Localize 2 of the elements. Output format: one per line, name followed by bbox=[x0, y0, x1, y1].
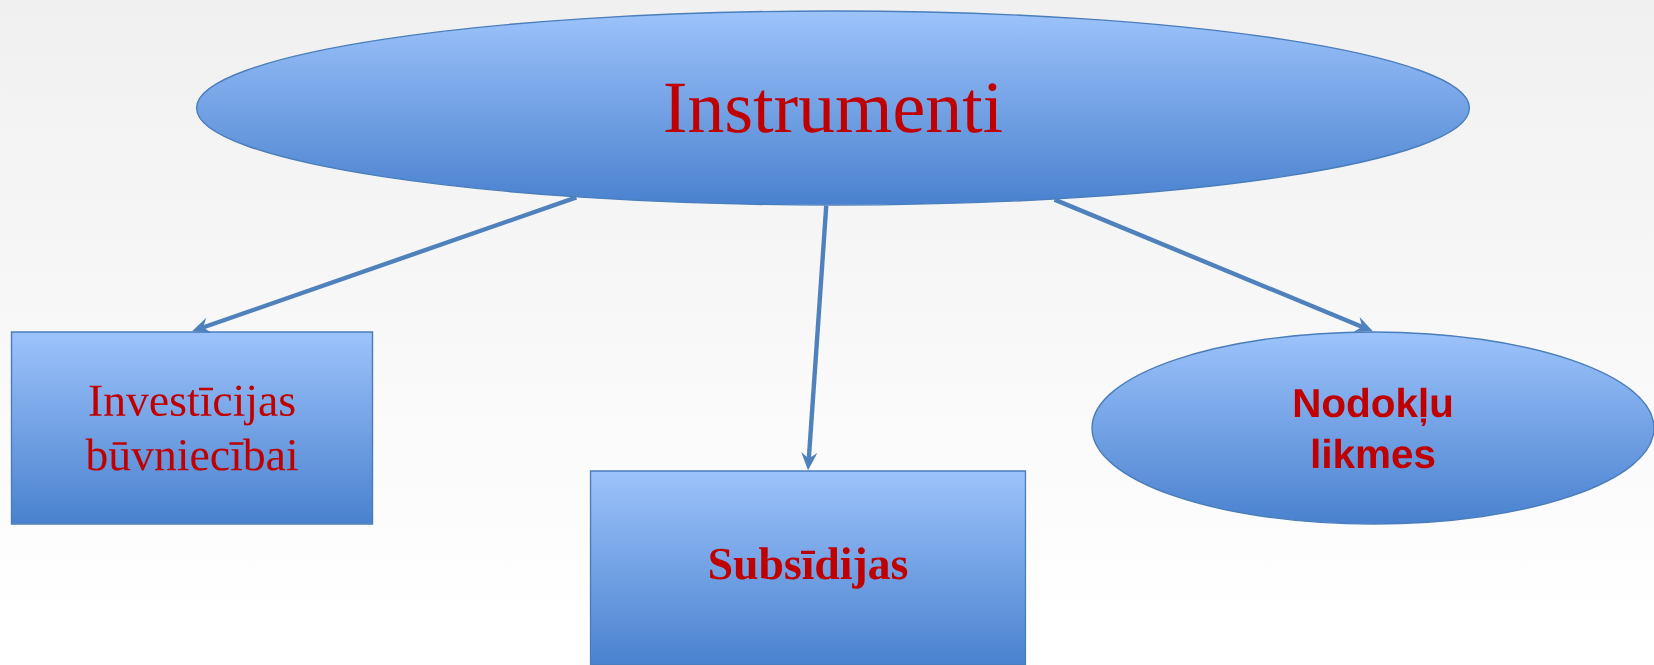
process-box: Subsīdijas bbox=[589, 470, 1027, 665]
process-box: Investīcijas būvniecībai bbox=[10, 331, 374, 525]
